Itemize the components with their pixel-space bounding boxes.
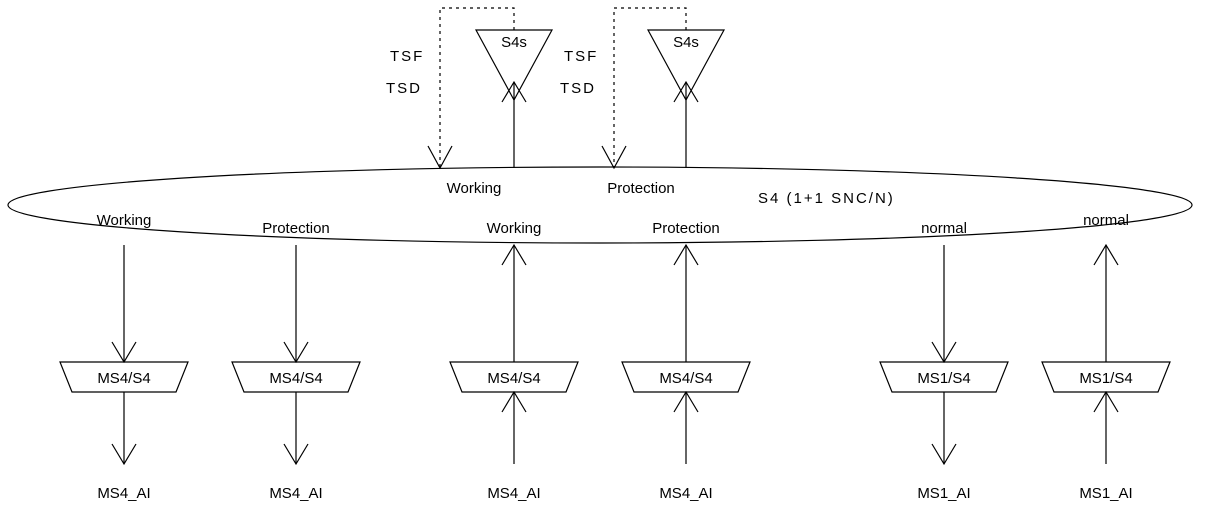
access-point-label: MS1_AI	[1079, 485, 1132, 502]
tsf-label: TSF	[390, 48, 424, 65]
access-point-label: MS4_AI	[269, 485, 322, 502]
down-arrow-icon	[601, 145, 627, 170]
up-arrow-icon	[501, 390, 527, 413]
bottom-connection-label: Protection	[262, 220, 330, 237]
down-arrow-icon	[931, 341, 957, 364]
down-arrow-icon	[931, 443, 957, 466]
access-point-label: MS1_AI	[917, 485, 970, 502]
top-protection-label: Protection	[607, 180, 675, 197]
s4s-sink-label: S4s	[501, 34, 527, 51]
down-arrow-icon	[283, 341, 309, 364]
up-arrow-icon	[673, 243, 699, 266]
down-arrow-icon	[427, 145, 453, 170]
adaptation-function-trapezoid	[449, 361, 579, 393]
bottom-connection-label: Working	[97, 212, 152, 229]
up-arrow-icon	[1093, 390, 1119, 413]
adaptation-function-trapezoid	[879, 361, 1009, 393]
status-feedback-dashed-line	[439, 7, 515, 168]
bottom-connection-label: normal	[921, 220, 967, 237]
access-point-label: MS4_AI	[659, 485, 712, 502]
adaptation-function-label: MS4/S4	[659, 370, 712, 387]
adaptation-function-label: MS4/S4	[269, 370, 322, 387]
down-arrow-icon	[283, 443, 309, 466]
adaptation-function-label: MS4/S4	[487, 370, 540, 387]
ellipse-label: S4 (1+1 SNC/N)	[758, 190, 895, 207]
adaptation-function-trapezoid	[621, 361, 751, 393]
down-arrow-icon	[111, 443, 137, 466]
adaptation-function-label: MS1/S4	[917, 370, 970, 387]
access-point-label: MS4_AI	[487, 485, 540, 502]
bottom-connection-label: Working	[487, 220, 542, 237]
up-arrow-icon	[501, 80, 527, 103]
adaptation-function-trapezoid	[231, 361, 361, 393]
adaptation-function-label: MS4/S4	[97, 370, 150, 387]
adaptation-function-trapezoid	[1041, 361, 1171, 393]
s4s-sink-label: S4s	[673, 34, 699, 51]
top-connection-working: S4s TSF TSD Working	[386, 7, 554, 197]
up-arrow-icon	[673, 390, 699, 413]
top-working-label: Working	[447, 180, 502, 197]
status-feedback-dashed-line	[613, 7, 687, 168]
bottom-connection-label: normal	[1083, 212, 1129, 229]
access-point-label: MS4_AI	[97, 485, 150, 502]
up-arrow-icon	[501, 243, 527, 266]
bottom-connection-label: Protection	[652, 220, 720, 237]
tsd-label: TSD	[386, 80, 422, 97]
top-connection-protection: S4s TSF TSD Protection	[560, 7, 726, 197]
tsd-label: TSD	[560, 80, 596, 97]
tsf-label: TSF	[564, 48, 598, 65]
up-arrow-icon	[673, 80, 699, 103]
down-arrow-icon	[111, 341, 137, 364]
s4-connection-ellipse	[7, 166, 1193, 244]
up-arrow-icon	[1093, 243, 1119, 266]
adaptation-function-label: MS1/S4	[1079, 370, 1132, 387]
adaptation-function-trapezoid	[59, 361, 189, 393]
